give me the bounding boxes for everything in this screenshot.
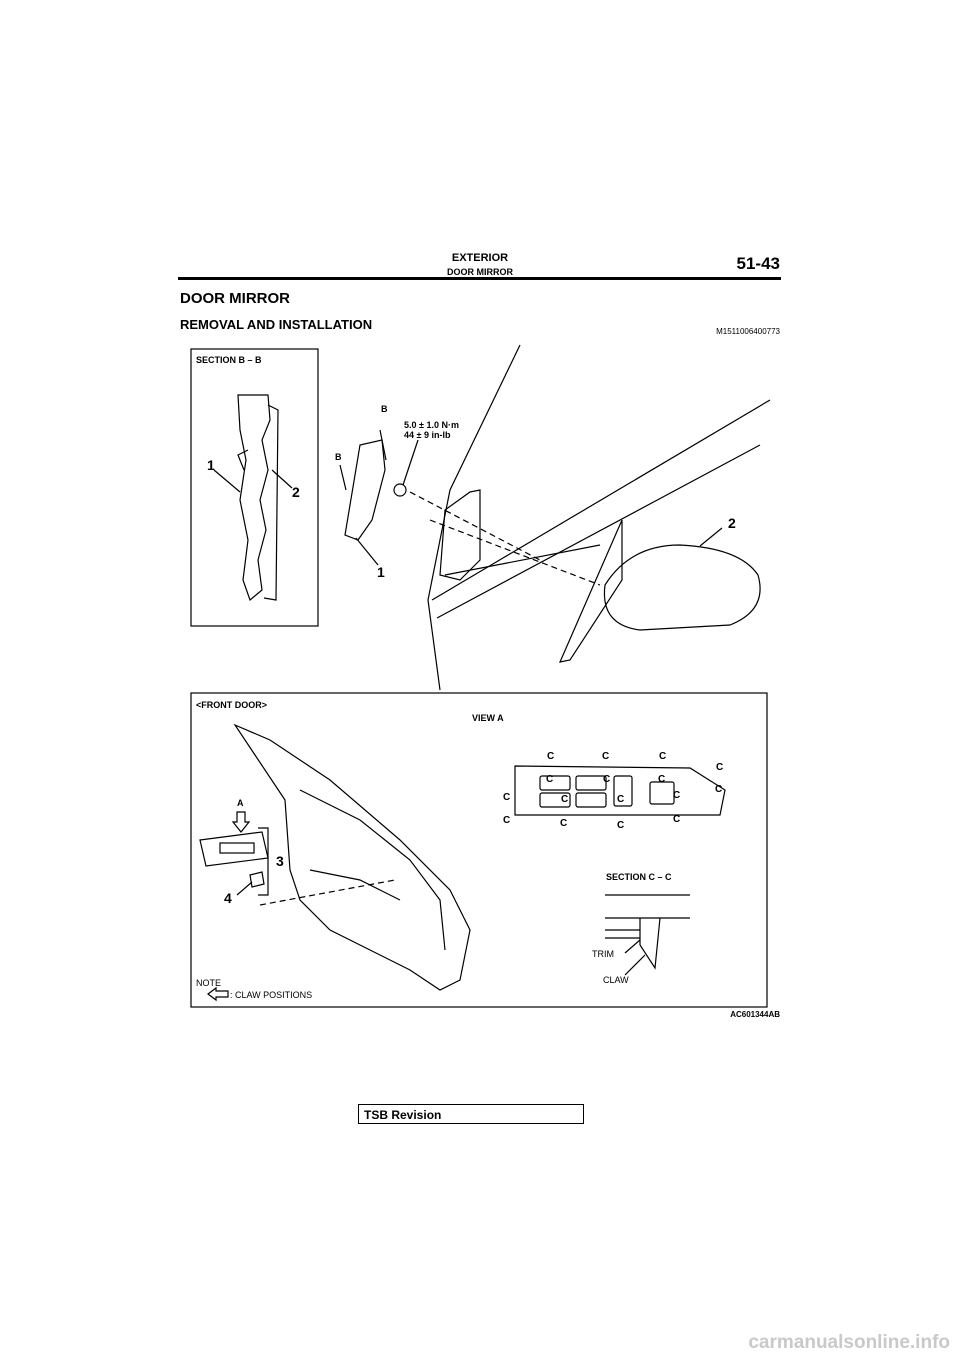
section-bb-label: SECTION B – B (196, 355, 262, 365)
section-bb-profile (237, 394, 271, 602)
view-a-label: VIEW A (472, 713, 504, 723)
tsb-revision-box: TSB Revision (358, 1104, 584, 1124)
claw-c: C (503, 792, 510, 803)
claw-c: C (715, 784, 722, 795)
document-code: M1511006400773 (716, 327, 780, 336)
header-subsection: DOOR MIRROR (447, 267, 513, 277)
figure-code: AC601344AB (730, 1010, 780, 1019)
callout-1-inset: 1 (207, 457, 215, 473)
claw-c: C (602, 751, 609, 762)
claw-profile (639, 917, 661, 970)
callout-1-main: 1 (377, 564, 385, 580)
inner-cover-part (344, 439, 386, 541)
front-door-label: <FRONT DOOR> (196, 700, 267, 710)
claw-c: C (603, 774, 610, 785)
claw-c: C (673, 814, 680, 825)
trim-label: TRIM (592, 949, 614, 959)
page-subtitle: REMOVAL AND INSTALLATION (180, 317, 373, 332)
section-bb-outer (263, 404, 279, 601)
claw-c: C (673, 790, 680, 801)
section-bb-box (190, 348, 319, 627)
view-a-arrow (231, 811, 251, 833)
section-cc-label: SECTION C – C (606, 872, 672, 882)
torque-nm: 5.0 ± 1.0 N·m (404, 420, 459, 430)
callout-3: 3 (276, 853, 284, 869)
mirror-housing (603, 544, 761, 631)
view-a-panel (514, 765, 726, 816)
claw-c: C (659, 751, 666, 762)
claw-c: C (617, 820, 624, 831)
watermark: carmanualsonline.info (748, 1332, 950, 1353)
claw-c: C (716, 762, 723, 773)
mounting-nut (393, 483, 407, 497)
claw-c: C (503, 815, 510, 826)
torque-inlb: 44 ± 9 in-lb (404, 430, 451, 440)
header-rule (178, 277, 781, 280)
claw-c: C (546, 774, 553, 785)
front-door-box (190, 692, 768, 1008)
switch-panel-part (199, 831, 269, 867)
claw-c: C (547, 751, 554, 762)
note-text: : CLAW POSITIONS (230, 990, 312, 1000)
claw-c: C (658, 774, 665, 785)
callout-2-main: 2 (728, 515, 736, 531)
page-title: DOOR MIRROR (180, 290, 290, 307)
header-section: EXTERIOR (451, 252, 509, 264)
section-marker-b-lower: B (335, 452, 342, 462)
claw-c: C (617, 794, 624, 805)
note-arrow-icon (207, 986, 229, 1002)
switch-clip (249, 871, 265, 888)
note-label: NOTE (196, 978, 221, 988)
callout-4: 4 (224, 890, 232, 906)
callout-2-inset: 2 (292, 484, 300, 500)
claw-c: C (560, 818, 567, 829)
tsb-revision-label: TSB Revision (364, 1108, 442, 1122)
claw-c: C (561, 794, 568, 805)
claw-label: CLAW (603, 975, 629, 985)
section-marker-b-upper: B (381, 404, 388, 414)
door-trim-outline (233, 723, 471, 991)
mirror-base-mount (439, 489, 481, 581)
page-number: 51-43 (736, 254, 780, 273)
mirror-glass (558, 519, 623, 663)
view-a-marker: A (237, 798, 244, 808)
